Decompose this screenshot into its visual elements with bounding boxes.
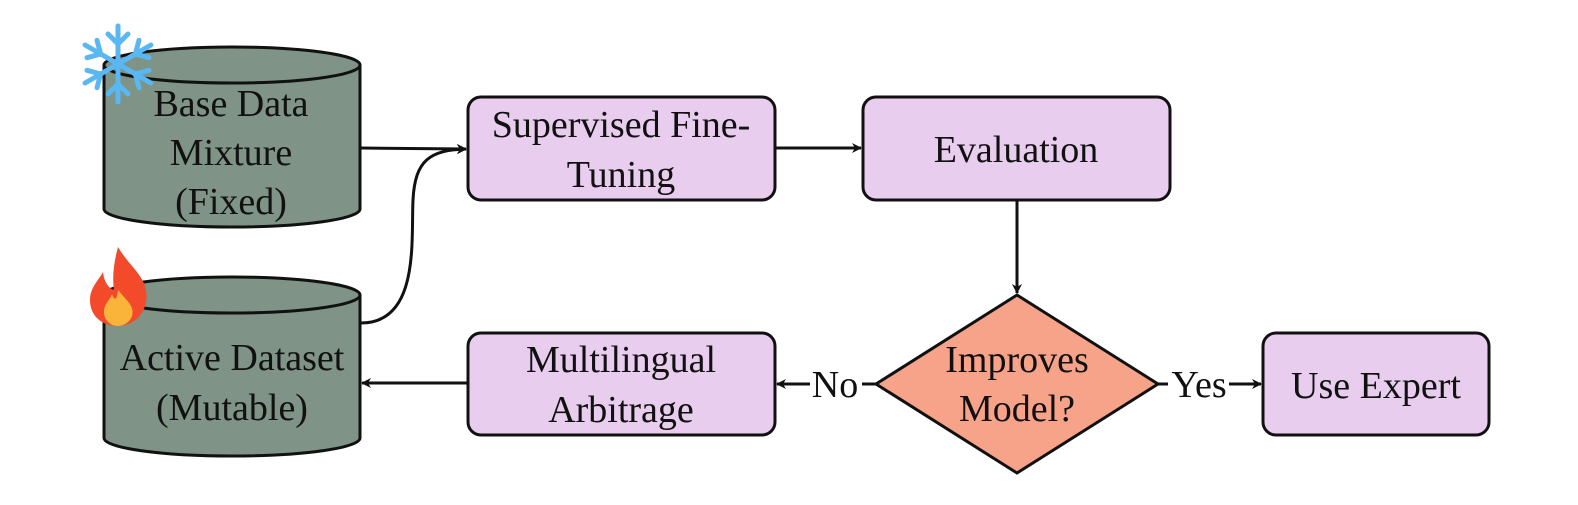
active-dataset-label-line1: Active Dataset: [120, 337, 345, 379]
arbitrage-label-line2: Arbitrage: [548, 389, 694, 431]
edge-no-label: No: [812, 364, 858, 406]
fire-icon: [90, 247, 147, 326]
use-expert-node: Use Expert: [1261, 331, 1491, 437]
edge-active-to-sft: [360, 144, 467, 325]
decision-node: Improves Model?: [873, 293, 1161, 475]
decision-label-line1: Improves: [945, 339, 1089, 381]
active-dataset-cylinder: Active Dataset (Mutable): [102, 275, 362, 458]
evaluation-node: Evaluation: [861, 95, 1172, 202]
edge-base-to-sft: [360, 143, 467, 154]
evaluation-label: Evaluation: [934, 129, 1099, 171]
edge-yes-label: Yes: [1171, 364, 1226, 406]
base-data-label-line3: (Fixed): [175, 181, 287, 223]
base-data-label-line2: Mixture: [170, 132, 292, 174]
use-expert-label: Use Expert: [1291, 365, 1461, 407]
snowflake-icon: [82, 23, 154, 105]
sft-node: Supervised Fine- Tuning: [466, 95, 777, 202]
arbitrage-label-line1: Multilingual: [526, 339, 716, 381]
arbitrage-node: Multilingual Arbitrage: [466, 331, 777, 437]
base-data-cylinder: Base Data Mixture (Fixed): [102, 45, 362, 229]
decision-label-line2: Model?: [959, 388, 1075, 430]
sft-label-line1: Supervised Fine-: [492, 104, 751, 146]
base-data-label-line1: Base Data: [153, 83, 308, 125]
active-dataset-label-line2: (Mutable): [156, 387, 308, 429]
sft-label-line2: Tuning: [567, 154, 675, 196]
